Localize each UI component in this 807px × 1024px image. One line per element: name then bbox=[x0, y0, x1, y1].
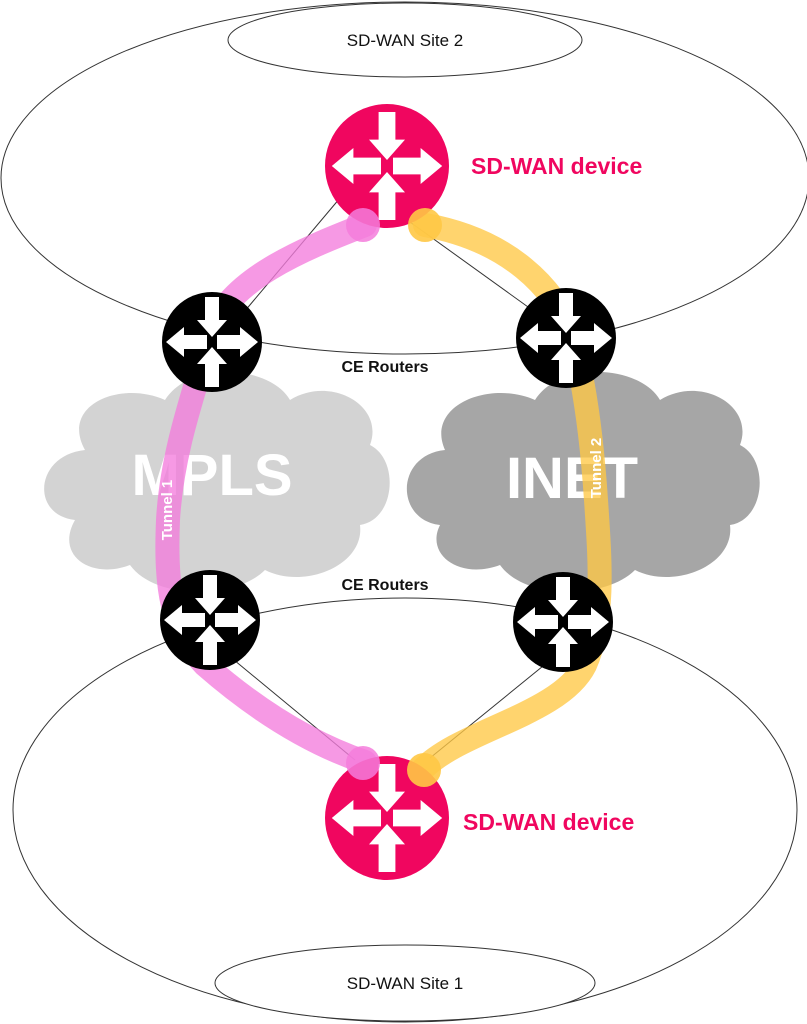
site-1-boundary bbox=[12, 597, 798, 1023]
ce-router-upper-right bbox=[516, 288, 616, 388]
tunnel-1-label: Tunnel 1 bbox=[159, 480, 176, 541]
tunnel-2-path bbox=[410, 213, 612, 782]
ce-routers-lower-label: CE Routers bbox=[341, 577, 428, 594]
site-2-boundary bbox=[0, 1, 807, 355]
ce-routers-upper-label: CE Routers bbox=[341, 359, 428, 376]
tunnel-endpoints bbox=[346, 208, 442, 787]
tunnel-1-path bbox=[155, 213, 377, 774]
ce-router-lower-right bbox=[513, 572, 613, 672]
mpls-cloud-label: MPLS bbox=[131, 443, 292, 508]
site-1-label: SD-WAN Site 1 bbox=[347, 974, 464, 993]
ce-router-lower-left bbox=[160, 570, 260, 670]
sdwan-device-top-label: SD-WAN device bbox=[471, 153, 642, 179]
ce-router-upper-left bbox=[162, 292, 262, 392]
mpls-cloud bbox=[44, 371, 390, 592]
inet-cloud-label: INET bbox=[506, 446, 638, 511]
tunnel-2-label: Tunnel 2 bbox=[588, 438, 605, 499]
sdwan-device-top bbox=[325, 104, 449, 228]
site-2-label: SD-WAN Site 2 bbox=[347, 31, 464, 50]
sdwan-device-bottom-label: SD-WAN device bbox=[463, 809, 634, 835]
sdwan-device-bottom bbox=[325, 756, 449, 880]
